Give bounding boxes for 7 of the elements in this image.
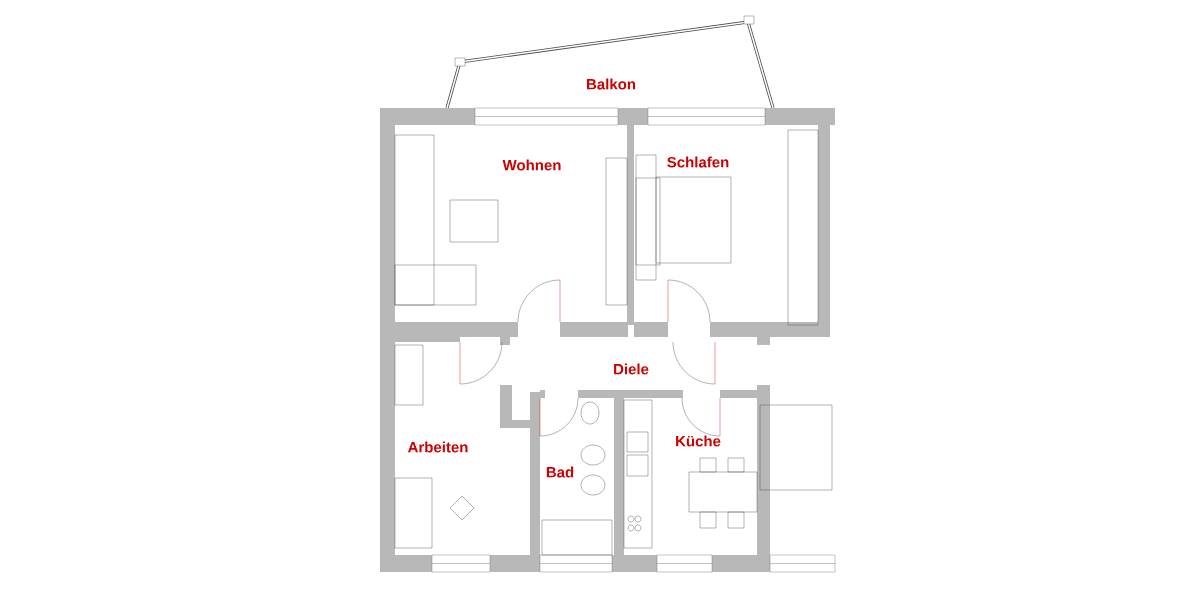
room-label: Schlafen bbox=[667, 156, 729, 168]
room-label: Wohnen bbox=[502, 159, 561, 171]
room-label: Küche bbox=[676, 435, 721, 447]
room-label: Arbeiten bbox=[407, 441, 468, 453]
room-label: Bad bbox=[546, 466, 574, 478]
room-label: Diele bbox=[614, 363, 649, 375]
room-label: Balkon bbox=[587, 78, 636, 90]
